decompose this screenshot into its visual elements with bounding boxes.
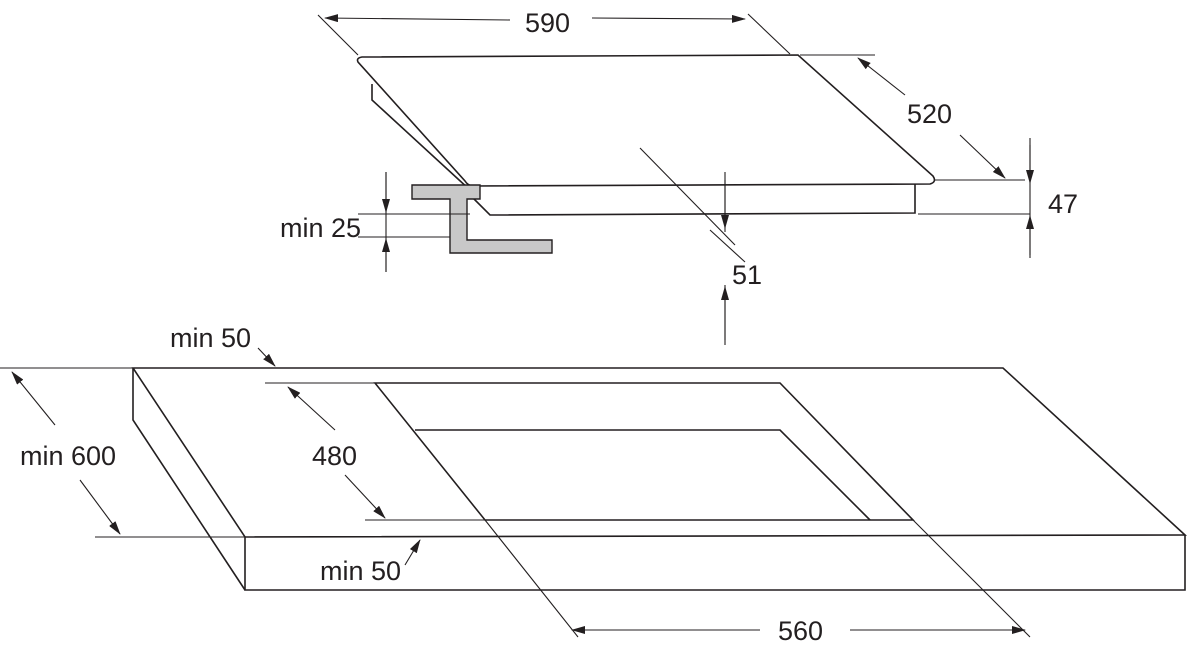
label-cutout-depth: 480 <box>312 441 357 471</box>
hob <box>356 54 936 246</box>
dimension-min-50-front: min 50 <box>320 539 421 586</box>
dimension-min-600: min 600 <box>0 367 245 538</box>
dimension-51: 51 <box>709 172 762 345</box>
dimension-520: 520 <box>800 54 1025 181</box>
cutout <box>373 382 915 521</box>
worktop <box>131 367 1188 591</box>
label-clearance: min 25 <box>280 213 361 243</box>
label-rear-margin: min 50 <box>170 323 251 353</box>
label-worktop-depth: min 600 <box>20 441 116 471</box>
dimension-min-50-rear: min 50 <box>170 323 375 384</box>
label-hob-depth: 520 <box>907 99 952 129</box>
dimension-47: 47 <box>918 138 1078 258</box>
label-front-margin: min 50 <box>320 556 401 586</box>
dimension-480: 480 <box>287 386 485 521</box>
dimension-560: 560 <box>484 519 1031 646</box>
dimension-590: 590 <box>317 8 791 56</box>
label-hob-height: 47 <box>1048 189 1078 219</box>
label-cutout-width: 560 <box>778 616 823 646</box>
mounting-bracket <box>411 184 553 254</box>
label-built-in-depth: 51 <box>732 260 762 290</box>
label-hob-width: 590 <box>525 8 570 38</box>
dimension-min-25: min 25 <box>280 172 470 272</box>
